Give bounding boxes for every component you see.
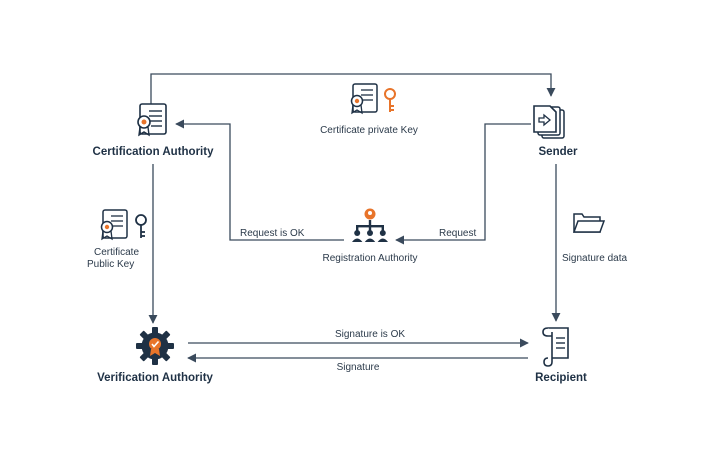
- label-request-is-ok: Request is OK: [240, 228, 305, 239]
- label-certificate-public-key-1: Certificate: [94, 247, 140, 258]
- label-certificate-private-key: Certificate private Key: [320, 125, 418, 136]
- label-signature: Signature: [336, 362, 380, 373]
- label-request: Request: [439, 228, 477, 239]
- certificate-public-key-icon: [100, 209, 128, 241]
- label-certificate-public-key-2: Public Key: [87, 259, 135, 270]
- edge-request-is-ok: [175, 119, 344, 241]
- key-icon: [384, 88, 396, 112]
- node-certification-authority: Certification Authority: [92, 146, 214, 158]
- certificate-icon: [137, 103, 167, 137]
- org-chart-icon: [352, 208, 388, 242]
- label-signature-data: Signature data: [562, 253, 628, 264]
- public-key-icon: [135, 214, 147, 238]
- node-recipient: Recipient: [535, 372, 587, 384]
- node-verification-authority: Verification Authority: [97, 372, 213, 384]
- edge-ca-to-sender: [150, 73, 556, 104]
- folder-icon: [572, 213, 606, 233]
- node-sender: Sender: [538, 146, 578, 158]
- certificate-private-key-icon: [350, 83, 378, 115]
- scroll-icon: [542, 327, 569, 367]
- gear-badge-icon: [136, 327, 174, 365]
- node-registration-authority: Registration Authority: [322, 253, 418, 264]
- document-stack-icon: [533, 105, 565, 139]
- edge-request: [395, 123, 531, 245]
- label-signature-is-ok: Signature is OK: [334, 329, 406, 340]
